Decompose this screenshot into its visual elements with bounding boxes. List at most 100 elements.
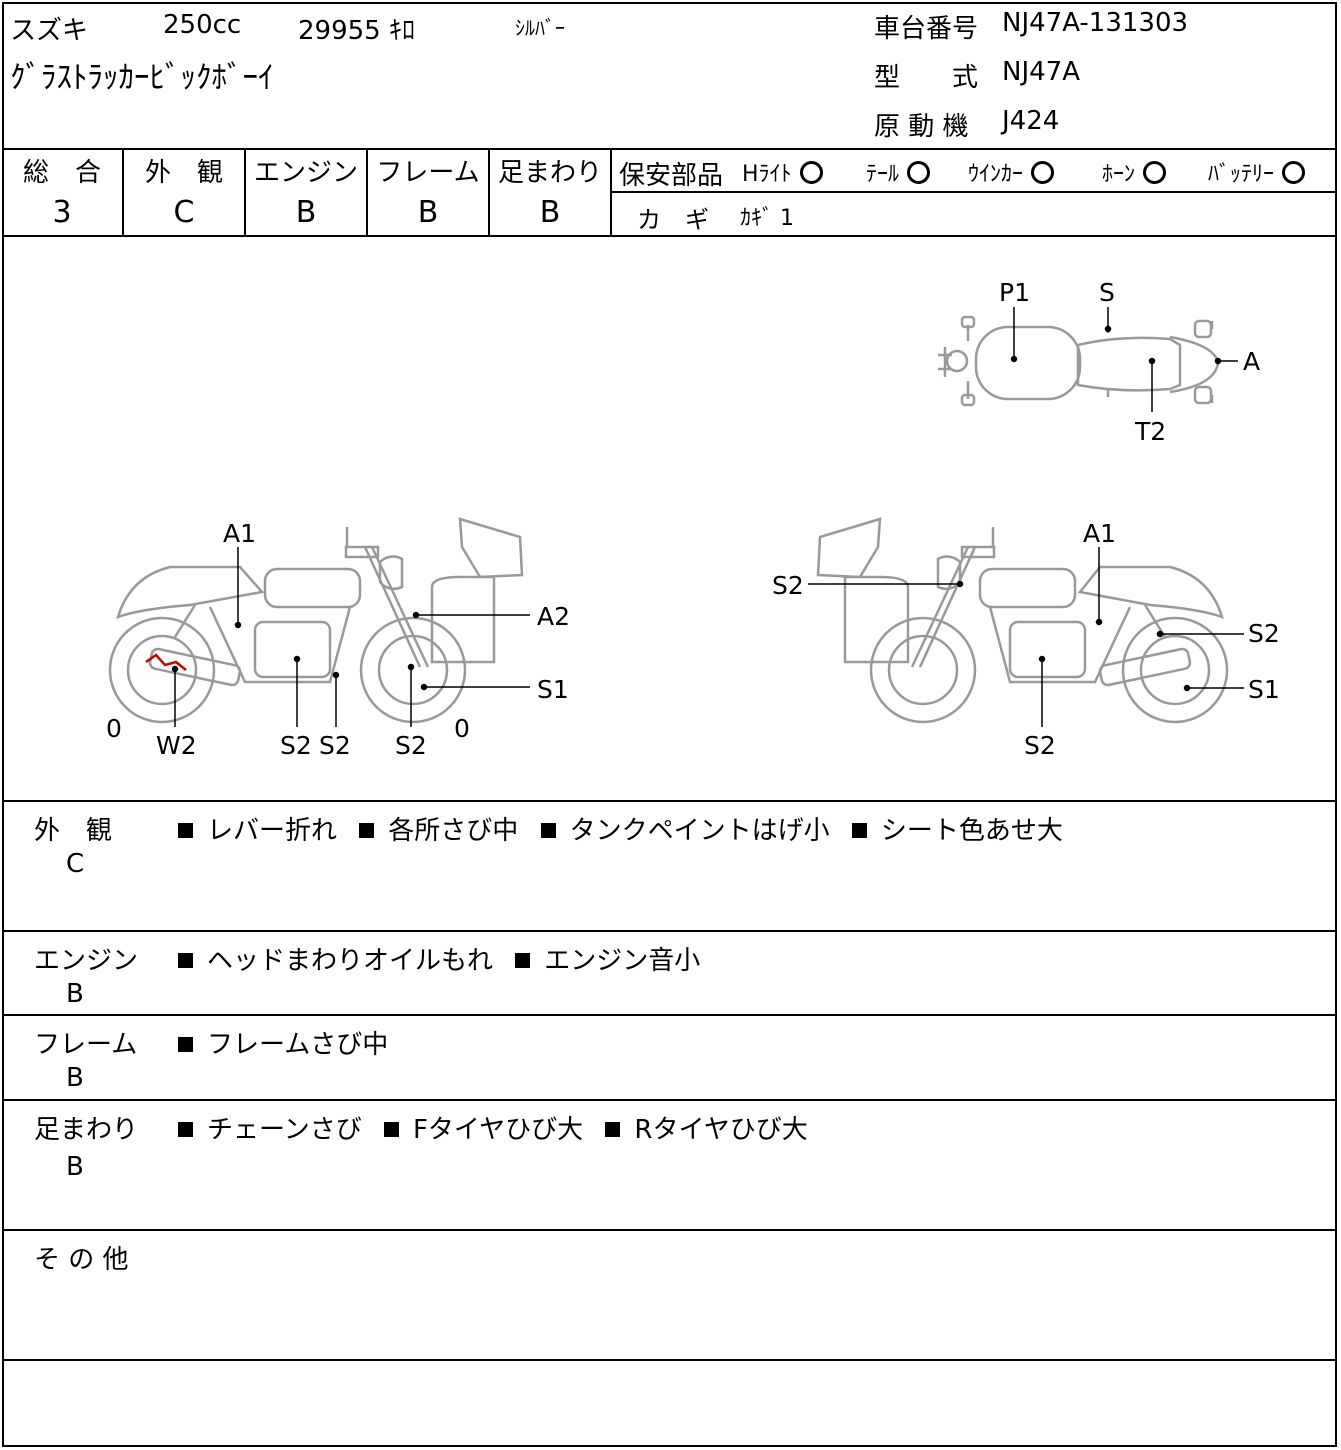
bullet-square-icon [178, 823, 193, 838]
frame-no: NJ47A-131303 [1002, 8, 1189, 38]
bullet-square-icon [178, 1037, 193, 1052]
scratch-mark-icon [145, 653, 187, 671]
ok-circle-icon [1282, 161, 1306, 184]
note: シート色あせ大 [880, 816, 1063, 846]
note: Fタイヤひび大 [412, 1115, 584, 1145]
safety-label: 保安部品 [619, 161, 724, 191]
label-left-s2-a: S2 [280, 731, 312, 760]
safety-winker-label: ｳｲﾝｶｰ [968, 162, 1024, 187]
section-frame-notes: フレームさび中 [178, 1024, 402, 1061]
label-left-w2: W2 [156, 731, 197, 760]
bike-left-view-icon [108, 517, 524, 724]
label-left-s1: S1 [537, 675, 569, 704]
ok-circle-icon [1031, 161, 1055, 184]
bullet-square-icon [178, 1122, 193, 1137]
mileage: 29955 ｷﾛ [298, 16, 415, 46]
label-right-s2-c: S2 [1024, 731, 1056, 760]
section-frame-label: フレーム [34, 1030, 138, 1060]
section-engine-notes: ヘッドまわりオイルもれ エンジン音小 [178, 940, 714, 977]
bullet-square-icon [383, 1122, 399, 1137]
section-other-label: そ の 他 [34, 1245, 129, 1275]
label-left-a2: A2 [537, 602, 570, 631]
grade-exterior-value: C [173, 195, 195, 230]
label-left-a1: A1 [223, 519, 256, 548]
note: フレームさび中 [207, 1030, 389, 1060]
section-exterior-grade: C [66, 849, 85, 879]
ok-circle-icon [799, 161, 823, 184]
key-value: ｶｷﾞ 1 [740, 206, 794, 231]
grade-exterior-label: 外 観 [144, 158, 223, 188]
label-left-zero-front: 0 [454, 714, 470, 743]
maker: スズキ [10, 16, 89, 46]
label-right-a1: A1 [1083, 519, 1116, 548]
ok-circle-icon [907, 161, 931, 184]
safety-tail-label: ﾃｰﾙ [866, 162, 900, 187]
frame-no-label: 車台番号 [874, 14, 979, 44]
model-name: ｸﾞﾗｽﾄﾗｯｶｰﾋﾞｯｸﾎﾞｰｲ [10, 60, 274, 96]
bullet-square-icon [540, 823, 556, 838]
label-top-s: S [1099, 278, 1115, 307]
safety-winker: ｳｲﾝｶｰ [968, 156, 1055, 188]
grade-engine-label: エンジン [253, 158, 358, 188]
grade-frame-value: B [417, 195, 439, 230]
section-engine-grade: B [66, 979, 84, 1009]
note: 各所さび中 [388, 816, 519, 846]
grade-suspension-value: B [539, 195, 561, 230]
engine-label: 原 動 機 [874, 112, 969, 142]
section-frame-grade: B [66, 1063, 84, 1093]
safety-battery-label: ﾊﾞｯﾃﾘｰ [1208, 162, 1275, 187]
section-exterior-label: 外 観 [34, 816, 113, 846]
damage-diagram: P1 S A T2 A1 A2 S1 0 W2 S2 S2 S2 0 A1 S2… [106, 278, 1280, 760]
note: ヘッドまわりオイルもれ [207, 946, 494, 976]
grade-suspension: 足まわり B [490, 152, 610, 230]
section-suspension-notes: チェーンさび Fタイヤひび大 Rタイヤひび大 [178, 1109, 822, 1146]
label-left-s2-b: S2 [319, 731, 351, 760]
type-label: 型 式 [874, 63, 979, 93]
label-left-zero-rear: 0 [106, 714, 122, 743]
ok-circle-icon [1143, 161, 1167, 184]
safety-horn: ﾎｰﾝ [1102, 156, 1167, 188]
key-label: カ ギ [637, 206, 709, 234]
bullet-square-icon [851, 823, 867, 838]
safety-headlight: Hﾗｲﾄ [742, 156, 823, 188]
label-right-s1: S1 [1248, 675, 1280, 704]
note: Rタイヤひび大 [634, 1115, 808, 1145]
label-right-s2-a: S2 [772, 571, 804, 600]
bullet-square-icon [605, 1122, 621, 1137]
safety-horn-label: ﾎｰﾝ [1102, 162, 1136, 187]
grade-overall-value: 3 [52, 195, 72, 230]
grade-frame: フレーム B [368, 152, 488, 230]
note: タンクペイントはげ小 [569, 816, 830, 846]
grade-overall-label: 総 合 [22, 158, 101, 188]
bullet-square-icon [178, 953, 193, 968]
safety-headlight-label: Hﾗｲﾄ [742, 162, 792, 187]
label-top-p1: P1 [999, 278, 1030, 307]
grade-exterior: 外 観 C [124, 152, 244, 230]
section-exterior-notes: レバー折れ 各所さび中 タンクペイントはげ小 シート色あせ大 [178, 810, 1077, 847]
grade-engine-value: B [295, 195, 317, 230]
label-left-s2-c: S2 [395, 731, 427, 760]
label-top-t2: T2 [1134, 417, 1166, 446]
grade-engine: エンジン B [246, 152, 366, 230]
label-right-s2-b: S2 [1248, 619, 1280, 648]
grade-suspension-label: 足まわり [497, 158, 602, 188]
label-top-a: A [1243, 347, 1260, 376]
note: エンジン音小 [544, 946, 701, 976]
section-engine-label: エンジン [34, 946, 139, 976]
section-suspension-grade: B [66, 1152, 84, 1182]
bike-top-view-icon [938, 315, 1220, 407]
safety-tail: ﾃｰﾙ [866, 156, 931, 188]
grade-overall: 総 合 3 [4, 152, 120, 230]
note: チェーンさび [207, 1115, 362, 1145]
bullet-square-icon [515, 953, 531, 968]
bike-right-view-icon [816, 517, 1229, 724]
displacement: 250cc [163, 10, 242, 40]
grade-frame-label: フレーム [376, 158, 480, 188]
bullet-square-icon [359, 823, 375, 838]
engine-model: J424 [1002, 106, 1060, 136]
note: レバー折れ [207, 816, 338, 846]
type: NJ47A [1002, 57, 1080, 87]
safety-battery: ﾊﾞｯﾃﾘｰ [1208, 156, 1306, 188]
color: ｼﾙﾊﾞｰ [515, 16, 565, 40]
